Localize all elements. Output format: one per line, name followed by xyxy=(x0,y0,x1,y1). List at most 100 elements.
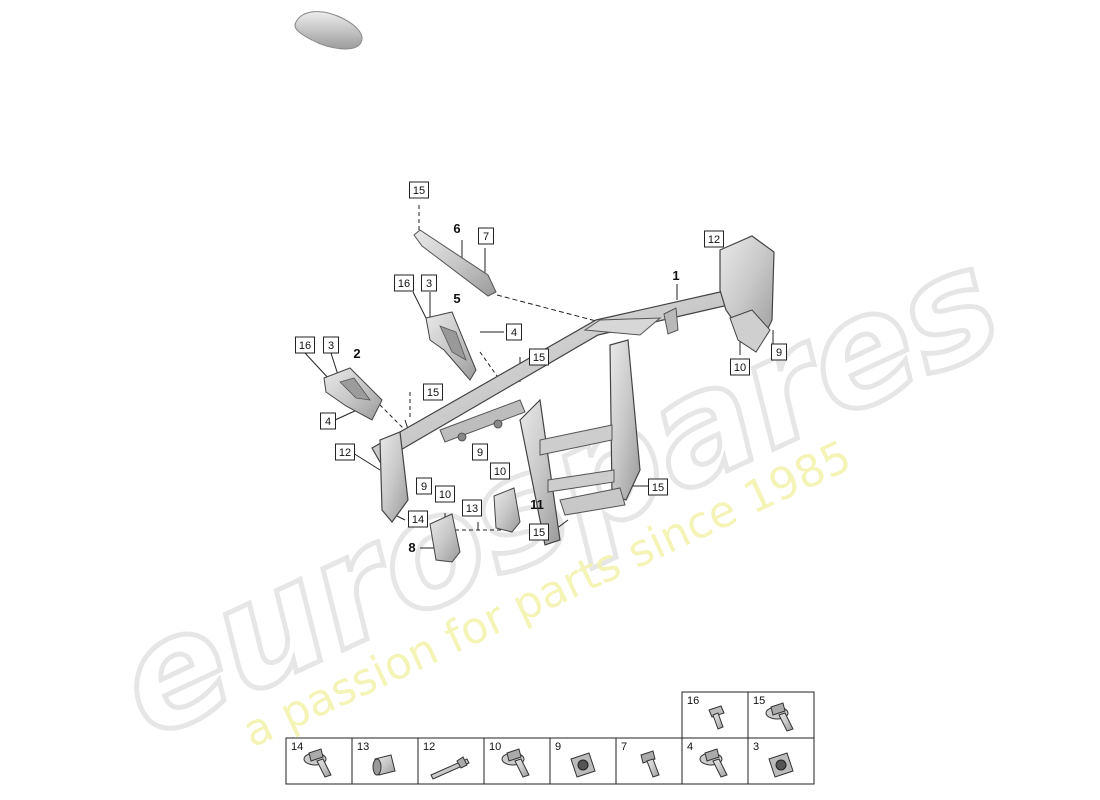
callout-2: 2 xyxy=(353,346,360,361)
callout-10: 10 xyxy=(730,358,750,376)
callout-number: 10 xyxy=(494,466,506,478)
callout-9: 9 xyxy=(771,343,787,361)
fastener-number: 3 xyxy=(753,741,759,753)
callout-box xyxy=(320,412,336,430)
fastener-cell-4: 4 xyxy=(681,737,749,785)
callout-1: 1 xyxy=(672,268,679,283)
cross-car-beam-part xyxy=(371,235,775,546)
fastener-cell-7: 7 xyxy=(615,737,683,785)
callout-number: 10 xyxy=(734,362,746,374)
callout-number: 3 xyxy=(328,340,334,352)
callout-number: 16 xyxy=(398,278,410,290)
callout-number: 8 xyxy=(408,540,415,555)
callout-box xyxy=(435,485,455,503)
fastener-number: 13 xyxy=(357,741,369,753)
flange-bolt-icon xyxy=(765,702,794,732)
callout-number: 5 xyxy=(453,291,460,306)
callout-box xyxy=(771,343,787,361)
callout-number: 13 xyxy=(466,503,478,515)
fastener-cell-13: 13 xyxy=(351,737,419,785)
callout-number: 12 xyxy=(708,234,720,246)
callout-box xyxy=(394,274,414,292)
trim-strip-part xyxy=(413,229,497,297)
callout-11: 11 xyxy=(530,497,544,512)
callout-box xyxy=(335,443,355,461)
callout-number: 7 xyxy=(483,231,489,243)
callout-15: 15 xyxy=(409,181,429,199)
flange-bolt-icon xyxy=(303,748,332,778)
sleeve-nut-icon xyxy=(372,754,396,776)
callout-box xyxy=(295,336,315,354)
callout-number: 6 xyxy=(453,221,460,236)
callout-15: 15 xyxy=(423,383,443,401)
fastener-cell-10: 10 xyxy=(483,737,551,785)
bracket-part-5 xyxy=(425,311,477,381)
callout-10: 10 xyxy=(435,485,455,503)
callout-15: 15 xyxy=(529,523,549,541)
fastener-number: 9 xyxy=(555,741,561,753)
callout-4: 4 xyxy=(320,412,336,430)
callout-number: 11 xyxy=(530,497,544,512)
callout-number: 15 xyxy=(533,352,545,364)
callout-10: 10 xyxy=(490,462,510,480)
callout-box xyxy=(648,478,668,496)
callout-number: 15 xyxy=(533,527,545,539)
fastener-number: 10 xyxy=(489,741,501,753)
bolt-icon xyxy=(640,750,660,778)
callout-number: 9 xyxy=(421,481,427,493)
callout-number: 16 xyxy=(299,340,311,352)
callout-15: 15 xyxy=(648,478,668,496)
callout-number: 4 xyxy=(325,416,331,428)
clip-nut-icon xyxy=(768,752,794,778)
short-bolt-icon xyxy=(708,705,725,730)
callout-4: 4 xyxy=(506,323,522,341)
fastener-number: 16 xyxy=(687,695,699,707)
flange-bolt-icon xyxy=(699,748,728,778)
callout-number: 4 xyxy=(511,327,517,339)
callout-12: 12 xyxy=(335,443,355,461)
callout-8: 8 xyxy=(408,540,415,555)
fastener-cell-14: 14 xyxy=(285,737,353,785)
callout-box xyxy=(506,323,522,341)
callout-9: 9 xyxy=(472,443,488,461)
stud-pin-icon xyxy=(430,756,470,780)
callout-number: 14 xyxy=(412,514,424,526)
callout-number: 12 xyxy=(339,447,351,459)
callout-box xyxy=(423,383,443,401)
callout-box xyxy=(704,230,724,248)
fastener-cell-15: 15 xyxy=(747,691,815,739)
callout-number: 9 xyxy=(477,447,483,459)
fastener-cell-16: 16 xyxy=(681,691,749,739)
callout-number: 15 xyxy=(427,387,439,399)
bracket-part-2 xyxy=(323,367,383,421)
callout-box xyxy=(462,499,482,517)
callout-12: 12 xyxy=(704,230,724,248)
callout-box xyxy=(529,523,549,541)
watermark-brand: eurospares xyxy=(92,214,1025,773)
callout-15: 15 xyxy=(529,348,549,366)
fastener-number: 14 xyxy=(291,741,303,753)
callout-13: 13 xyxy=(462,499,482,517)
callout-3: 3 xyxy=(323,336,339,354)
clip-nut-icon xyxy=(570,752,596,778)
fastener-cell-12: 12 xyxy=(417,737,485,785)
callout-box xyxy=(490,462,510,480)
callout-5: 5 xyxy=(453,291,460,306)
callout-box xyxy=(421,274,437,292)
bracket-part-8 xyxy=(429,513,461,563)
fastener-number: 12 xyxy=(423,741,435,753)
fastener-cell-3: 3 xyxy=(747,737,815,785)
callout-box xyxy=(478,227,494,245)
rubber-pad-part xyxy=(294,11,363,50)
bracket-part-11 xyxy=(493,487,521,533)
callout-16: 16 xyxy=(295,336,315,354)
callout-7: 7 xyxy=(478,227,494,245)
watermark: eurospares a passion for parts since 198… xyxy=(89,212,1027,776)
callout-14: 14 xyxy=(408,510,428,528)
callout-box xyxy=(323,336,339,354)
callout-number: 1 xyxy=(672,268,679,283)
fastener-number: 4 xyxy=(687,741,693,753)
callout-box xyxy=(408,510,428,528)
